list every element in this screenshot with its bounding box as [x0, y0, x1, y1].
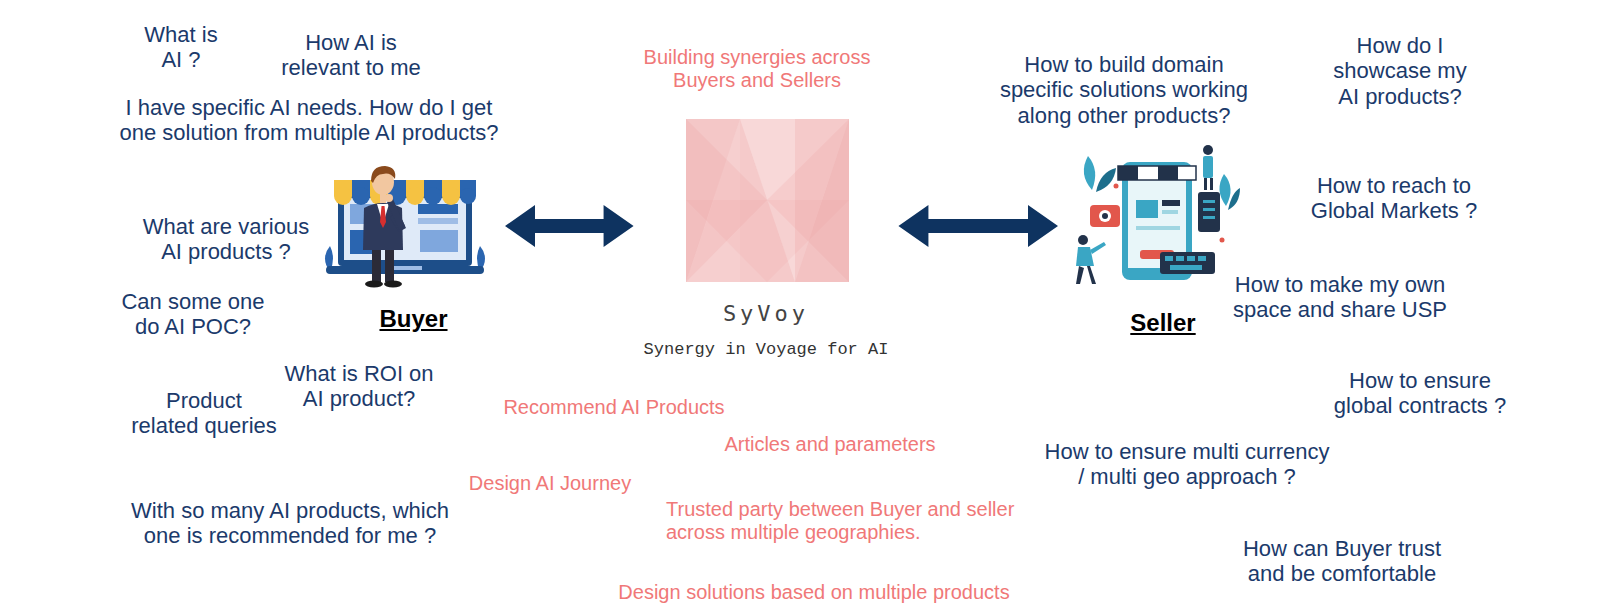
feature-note: Articles and parameters [724, 433, 935, 456]
label-box: How do I showcase my AI products? [1328, 33, 1473, 109]
question-note: How to ensure global contracts ? [1328, 368, 1513, 419]
label-box: What are various AI products ? [136, 214, 316, 265]
question-note: How do I showcase my AI products? [1328, 33, 1473, 109]
feature-note: Design solutions based on multiple produ… [618, 581, 1009, 604]
platform-node: SyVoySynergy in Voyage for AI [634, 112, 899, 364]
question-note: With so many AI products, which one is r… [120, 498, 460, 549]
label-box: How to make my own space and share USP [1228, 272, 1453, 323]
feature-note: Trusted party between Buyer and seller a… [666, 498, 1041, 544]
double-arrow [898, 205, 1058, 247]
question-note: How AI is relevant to me [276, 30, 426, 81]
label-box: I have specific AI needs. How do I get o… [112, 95, 507, 146]
label-box: What is AI ? [138, 22, 224, 73]
question-note: What is AI ? [138, 22, 224, 73]
node-title: Seller [1130, 309, 1195, 338]
label-box: Building synergies across Buyers and Sel… [625, 46, 890, 92]
question-note: I have specific AI needs. How do I get o… [112, 95, 507, 146]
label-box: Articles and parameters [724, 433, 935, 456]
label-box: How to ensure global contracts ? [1328, 368, 1513, 419]
label-box: How to ensure multi currency / multi geo… [1042, 439, 1333, 490]
question-note: Product related queries [131, 388, 278, 439]
question-note: How to make my own space and share USP [1228, 272, 1453, 323]
question-note: How to reach to Global Markets ? [1307, 173, 1482, 224]
node-title: SyVoy [723, 301, 809, 327]
label-box: Trusted party between Buyer and seller a… [666, 498, 1041, 544]
double-arrow [505, 205, 634, 247]
buyer-illustration [325, 166, 485, 288]
seller-illustration [1076, 145, 1240, 284]
feature-note: Design AI Journey [469, 472, 631, 495]
question-note: How can Buyer trust and be comfortable [1235, 536, 1450, 587]
label-box: Product related queries [131, 388, 278, 439]
label-box: How can Buyer trust and be comfortable [1235, 536, 1450, 587]
question-note: How to ensure multi currency / multi geo… [1042, 439, 1333, 490]
node-subtitle: Synergy in Voyage for AI [644, 340, 889, 360]
question-note: What is ROI on AI product? [278, 361, 440, 412]
syvoy-logo [686, 119, 849, 282]
label-box: Recommend AI Products [503, 396, 724, 419]
feature-note: Recommend AI Products [503, 396, 724, 419]
label-box: Design AI Journey [469, 472, 631, 495]
label-box: How to build domain specific solutions w… [994, 52, 1254, 128]
buyer-node: Buyer [322, 150, 505, 338]
label-box: How AI is relevant to me [276, 30, 426, 81]
label-box: With so many AI products, which one is r… [120, 498, 460, 549]
question-note: What are various AI products ? [136, 214, 316, 265]
label-box: What is ROI on AI product? [278, 361, 440, 412]
label-box: Design solutions based on multiple produ… [618, 581, 1009, 604]
question-note: How to build domain specific solutions w… [994, 52, 1254, 128]
feature-note: Building synergies across Buyers and Sel… [625, 46, 890, 92]
question-note: Can some one do AI POC? [114, 289, 272, 340]
seller-node: Seller [1058, 145, 1254, 342]
label-box: Can some one do AI POC? [114, 289, 272, 340]
node-title: Buyer [379, 305, 447, 334]
label-box: How to reach to Global Markets ? [1307, 173, 1482, 224]
